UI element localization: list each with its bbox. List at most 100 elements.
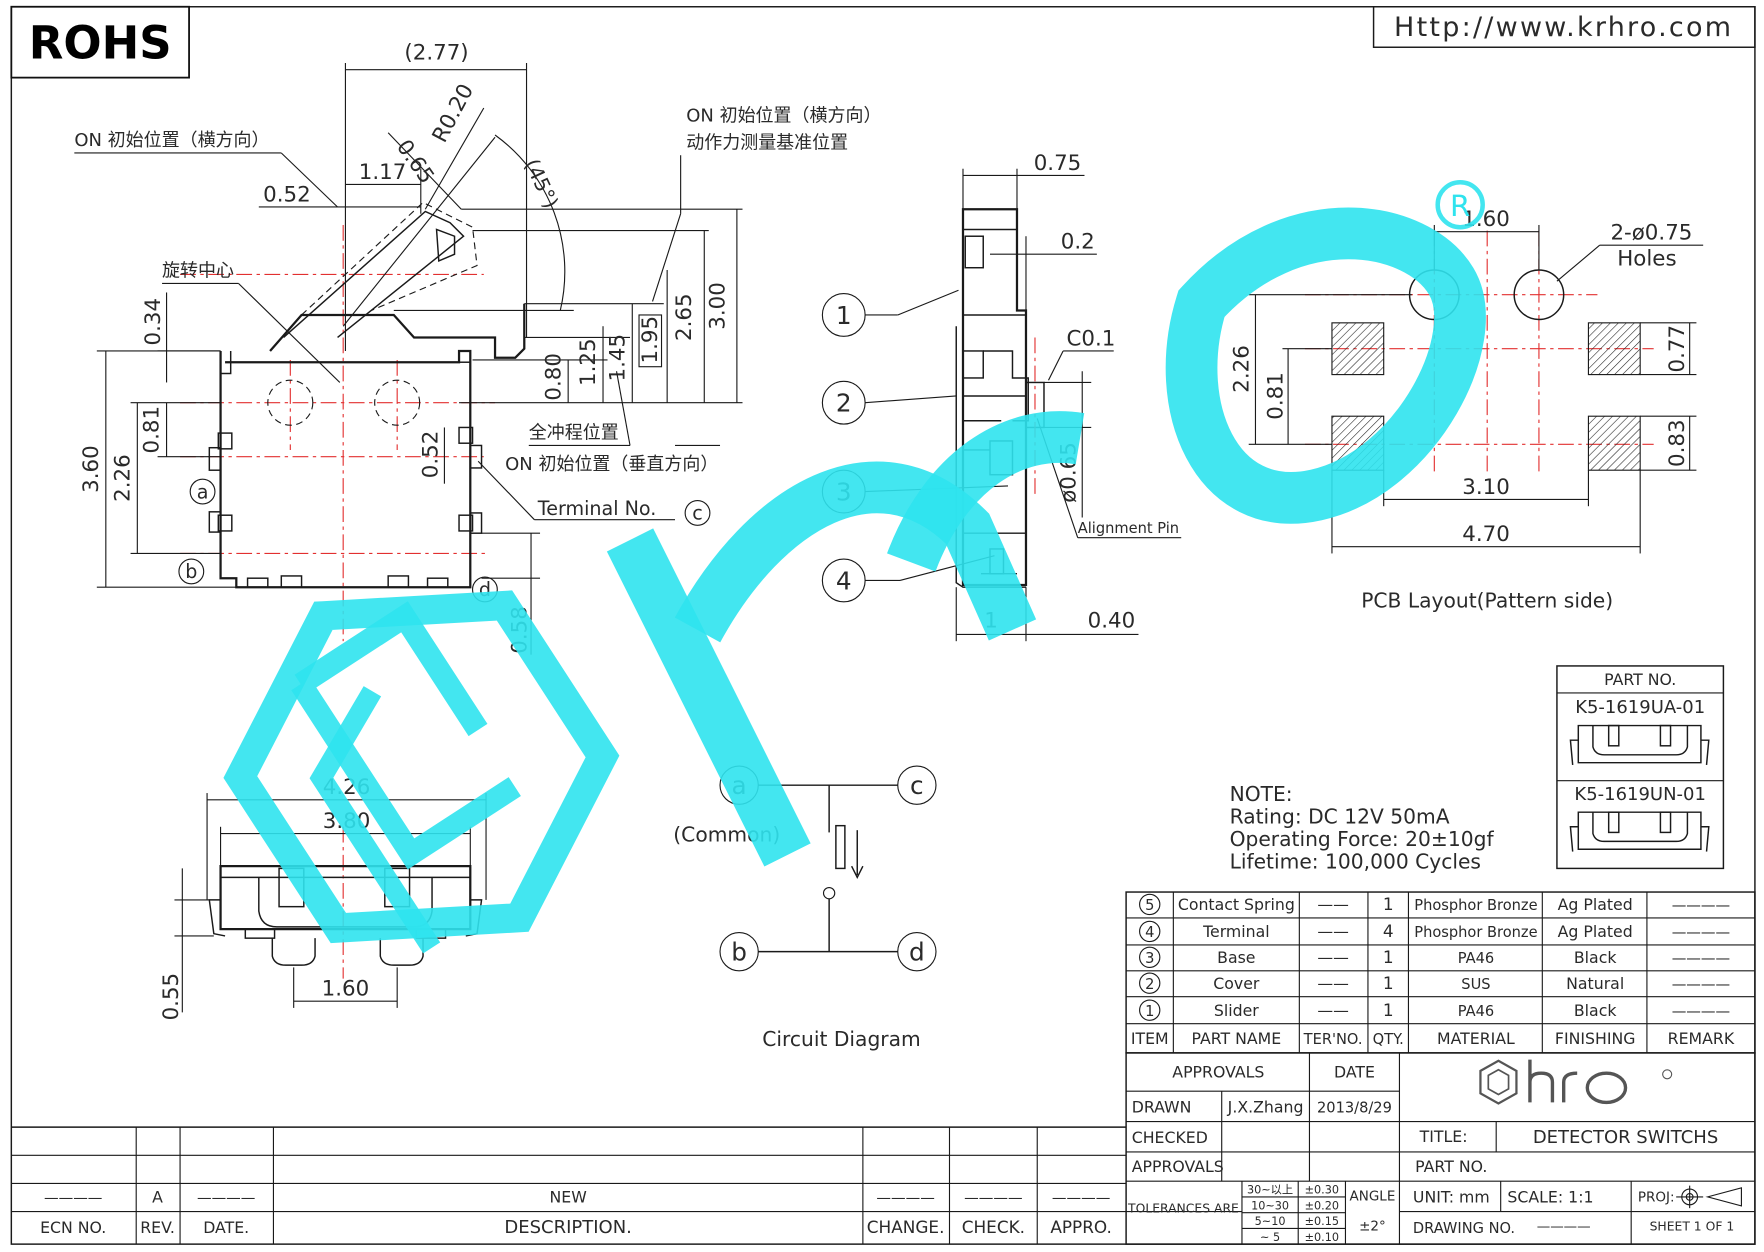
part-1-sketch: [1569, 724, 1710, 765]
bom-header-ter: TER'NO.: [1303, 1031, 1363, 1048]
revision-block: ———— A ———— NEW ———— ———— ———— ECN NO. R…: [11, 1126, 1127, 1245]
dim-2-26-front: 2.26: [110, 454, 135, 502]
url-box: Http://www.krhro.com: [1372, 6, 1756, 48]
tb-tol-value-2: ±0.20: [1305, 1199, 1339, 1212]
part-2-sketch: [1569, 811, 1710, 852]
circuit-caption: Circuit Diagram: [762, 1027, 920, 1051]
bom-remark: ————: [1672, 976, 1730, 993]
bom-header-row: ITEM PART NAME TER'NO. QTY. MATERIAL FIN…: [1131, 1029, 1735, 1048]
bom-remark: ————: [1672, 950, 1730, 967]
tb-unit: UNIT: mm: [1413, 1188, 1490, 1207]
bom-item: 1: [1145, 1003, 1154, 1020]
dim-1: 1: [984, 609, 998, 634]
dim-2-65: 2.65: [672, 293, 697, 341]
note-title: NOTE:: [1230, 782, 1293, 806]
part-number-box: PART NO. K5-1619UA-01 K5-1619UN-01: [1556, 665, 1725, 870]
dim-pcb-0-77: 0.77: [1665, 325, 1690, 373]
tb-proj: PROJ:: [1638, 1189, 1675, 1205]
label-full-travel: 全冲程位置: [529, 423, 619, 444]
circuit-common-label: (Common): [673, 822, 780, 846]
dim-0-52-right: 0.52: [419, 431, 444, 479]
bom-ter: ——: [1317, 948, 1348, 967]
tb-angle: ANGLE: [1350, 1188, 1396, 1204]
label-on-init-horizontal-2: ON 初始位置（横方向）: [686, 105, 881, 126]
bom-name: Terminal: [1202, 922, 1270, 941]
dim-pcb-4-70: 4.70: [1462, 522, 1510, 547]
url-text: Http://www.krhro.com: [1394, 12, 1733, 43]
bom-item: 2: [1145, 976, 1154, 993]
dim-0-52: 0.52: [263, 182, 311, 207]
rev-header-desc: DESCRIPTION.: [504, 1217, 631, 1238]
tb-title: DETECTOR SWITCHS: [1533, 1127, 1718, 1148]
bom-ter: ——: [1317, 922, 1348, 941]
label-alignment-pin: Alignment Pin: [1078, 520, 1179, 537]
bom-name: Slider: [1214, 1001, 1259, 1020]
label-on-init-horizontal-1: ON 初始位置（横方向）: [74, 130, 269, 151]
bom-qty: 1: [1383, 894, 1394, 914]
tb-checked: CHECKED: [1132, 1128, 1208, 1147]
circuit-node-c: c: [910, 771, 924, 800]
dim-c0-1: C0.1: [1066, 326, 1115, 351]
balloon-3: 3: [836, 478, 852, 507]
tb-sheet: SHEET 1 OF 1: [1650, 1220, 1735, 1234]
circuit-node-a: a: [732, 771, 747, 800]
tb-tol-value-4: ±0.10: [1305, 1231, 1339, 1244]
rev-rev-value: A: [152, 1188, 163, 1207]
rev-header-change: CHANGE.: [867, 1217, 945, 1237]
tb-drawn-by: J.X.Zhang: [1227, 1098, 1304, 1117]
dim-0-81-front: 0.81: [140, 406, 165, 454]
bom-header-qty: QTY.: [1373, 1031, 1404, 1048]
note-rating: Rating: DC 12V 50mA: [1230, 804, 1450, 828]
rohs-text: ROHS: [29, 16, 172, 69]
bom-header-name: PART NAME: [1191, 1029, 1281, 1048]
bom-row-1: 1 Slider —— 1 PA46 Black ————: [1139, 999, 1730, 1021]
circuit-node-b: b: [731, 938, 747, 967]
rev-desc-value: NEW: [550, 1188, 588, 1207]
tb-tol-range-4: ~ 5: [1260, 1231, 1280, 1244]
bottom-view: 4.26 3.80 1.60 0.55: [159, 775, 487, 1021]
tb-part-no-label: PART NO.: [1415, 1157, 1487, 1176]
sheet-border: [10, 6, 1756, 1245]
note-force: Operating Force: 20±10gf: [1230, 827, 1495, 851]
rev-header-ecn: ECN NO.: [40, 1218, 106, 1237]
bom-row-4: 4 Terminal —— 4 Phosphor Bronze Ag Plate…: [1139, 920, 1730, 943]
bom-material: SUS: [1461, 976, 1490, 993]
bom-qty: 1: [1383, 973, 1394, 993]
dim-3-60: 3.60: [79, 445, 104, 493]
terminal-b-label: b: [185, 560, 197, 583]
circuit-node-d: d: [909, 938, 925, 967]
tb-approvals-header: APPROVALS: [1172, 1063, 1264, 1082]
dim-0-34: 0.34: [141, 298, 166, 346]
bom-row-5: 5 Contact Spring —— 1 Phosphor Bronze Ag…: [1139, 893, 1730, 916]
dim-pcb-2-26: 2.26: [1230, 345, 1255, 393]
bom-material: PA46: [1458, 1003, 1494, 1020]
bom-material: Phosphor Bronze: [1414, 897, 1537, 914]
bom-row-2: 2 Cover —— 1 SUS Natural ————: [1139, 972, 1730, 994]
dim-4-26: 4.26: [323, 775, 371, 800]
pcb-layout: 1.60 2-ø0.75 Holes 2.26 0.81 0.77 0.83 3…: [1230, 207, 1704, 612]
dim-pcb-0-81: 0.81: [1263, 372, 1288, 420]
dim-0-55: 0.55: [159, 973, 184, 1021]
rev-date-value: ————: [197, 1190, 255, 1207]
dim-pcb-3-10: 3.10: [1462, 475, 1510, 500]
dim-2-77: (2.77): [404, 41, 468, 66]
bom-ter: ——: [1317, 974, 1348, 993]
bom-item: 3: [1145, 950, 1154, 967]
bom-qty: 1: [1383, 1000, 1394, 1020]
terminal-a-label: a: [197, 480, 209, 503]
note-lifetime: Lifetime: 100,000 Cycles: [1230, 849, 1481, 873]
tb-approvals: APPROVALS: [1132, 1157, 1224, 1176]
dim-holes-qty: 2-ø0.75: [1610, 221, 1692, 246]
dim-1-45: 1.45: [605, 334, 630, 382]
title-block: APPROVALS DATE DRAWN J.X.Zhang 2013/8/29…: [1125, 1052, 1756, 1245]
hro-logo: [1479, 1059, 1673, 1105]
dim-r0-20: R0.20: [428, 80, 479, 147]
bom-finish: Black: [1574, 948, 1617, 967]
bom-qty: 1: [1383, 947, 1394, 967]
tb-tol-value-3: ±0.15: [1305, 1215, 1339, 1228]
dim-3-00: 3.00: [706, 282, 731, 330]
tb-drawing-no-value: ————: [1537, 1219, 1591, 1235]
part-no-header: PART NO.: [1604, 670, 1676, 689]
bom-finish: Black: [1574, 1001, 1617, 1020]
